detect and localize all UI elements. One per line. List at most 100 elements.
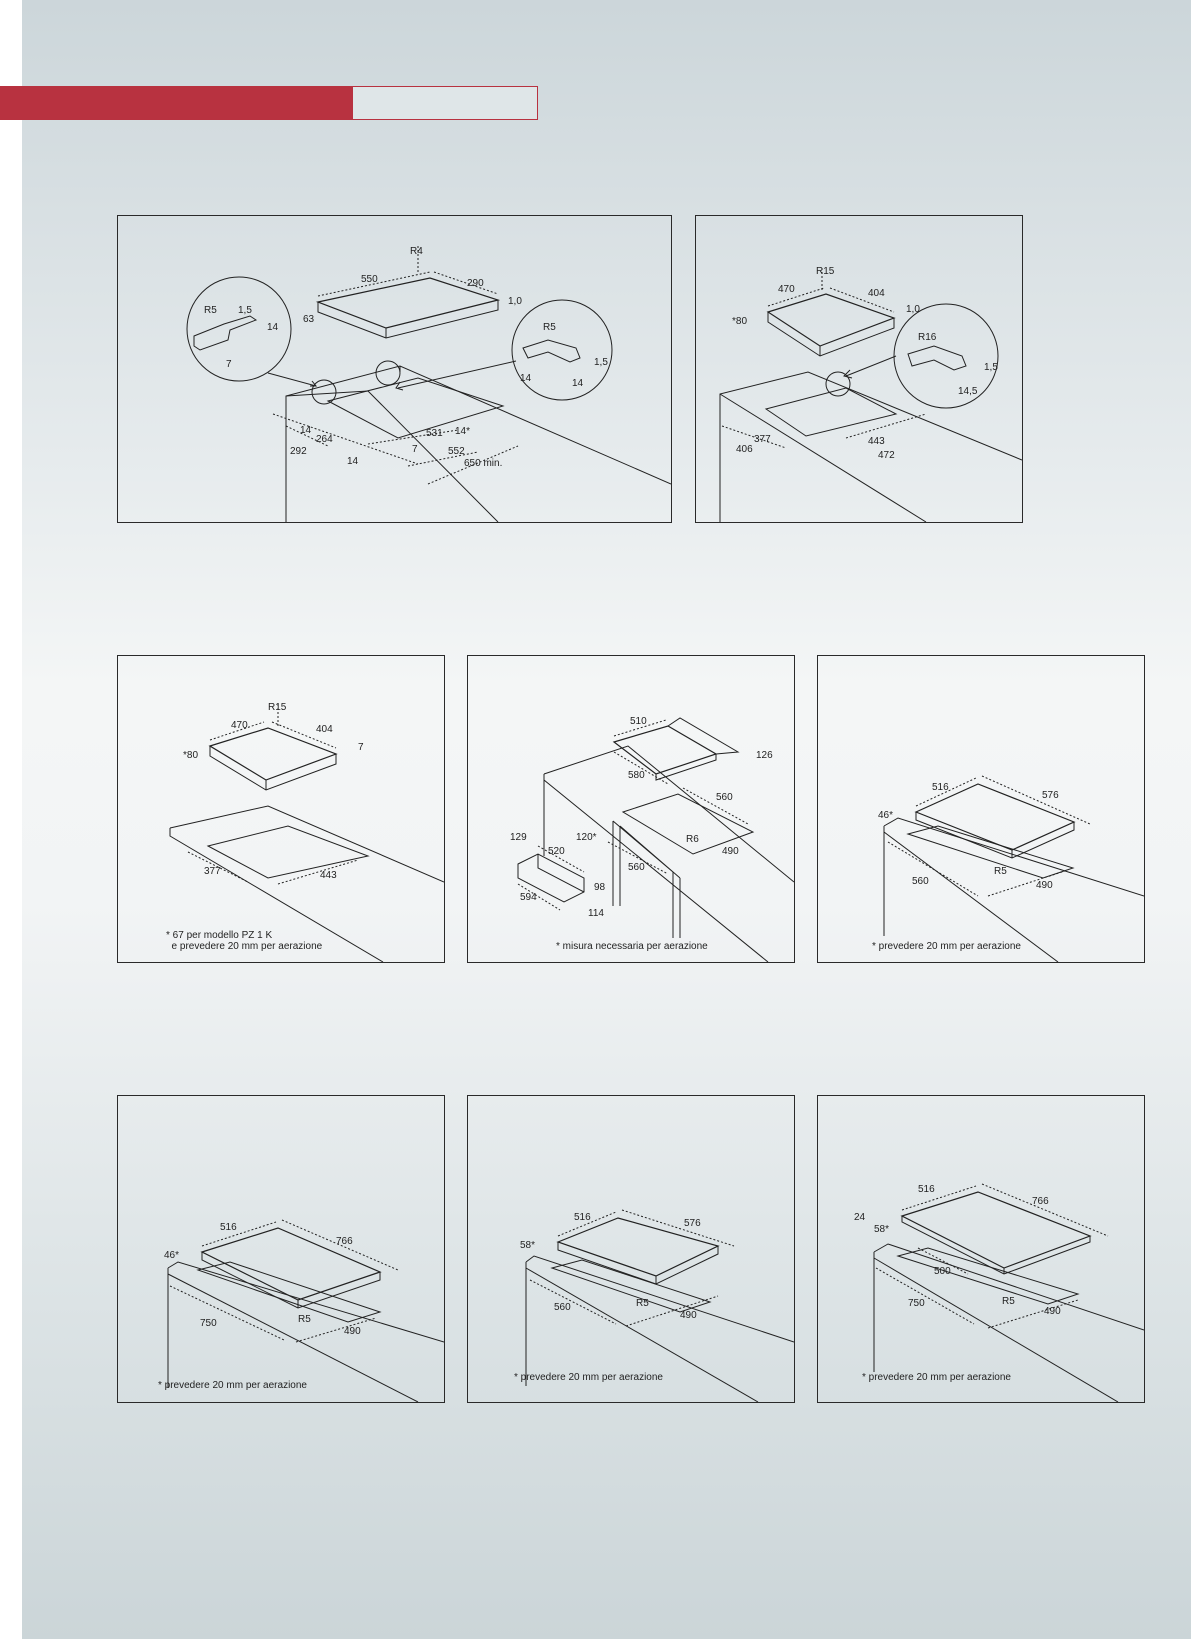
label-516: 516 bbox=[918, 1184, 935, 1195]
label-490: 490 bbox=[1044, 1306, 1061, 1317]
label-14-a: 14 bbox=[300, 425, 312, 436]
label-594: 594 bbox=[520, 892, 537, 903]
label-r5: R5 bbox=[1002, 1296, 1015, 1307]
label-443: 443 bbox=[320, 870, 337, 881]
label-r4: R4 bbox=[410, 246, 423, 257]
label-14-right-a: 14 bbox=[520, 373, 532, 384]
label-750: 750 bbox=[200, 1318, 217, 1329]
label-80: *80 bbox=[732, 316, 748, 327]
label-470: 470 bbox=[231, 720, 248, 731]
label-560-b: 560 bbox=[628, 862, 645, 873]
label-472: 472 bbox=[878, 450, 895, 461]
label-r6: R6 bbox=[686, 834, 699, 845]
label-r5-left: R5 bbox=[204, 305, 217, 316]
label-46-star: 46* bbox=[878, 810, 894, 821]
label-766: 766 bbox=[336, 1236, 353, 1247]
label-80: *80 bbox=[183, 750, 199, 761]
label-14-star: 14* bbox=[455, 426, 471, 437]
diagram-panel-1: R4 550 290 1,0 63 R5 1,5 14 7 R5 1,5 14 … bbox=[117, 215, 672, 523]
diagram-2-drawing bbox=[719, 268, 1022, 522]
label-14-5: 14,5 bbox=[958, 386, 978, 397]
label-560-a: 560 bbox=[716, 792, 733, 803]
label-490: 490 bbox=[680, 1310, 697, 1321]
label-r5: R5 bbox=[636, 1298, 649, 1309]
label-7: 7 bbox=[358, 742, 364, 753]
label-516: 516 bbox=[220, 1222, 237, 1233]
panel-4-note: * misura necessaria per aerazione bbox=[556, 941, 708, 952]
label-264: 264 bbox=[316, 434, 333, 445]
diagram-panel-5: 516 576 46* R5 560 490 * prevedere 20 mm… bbox=[817, 655, 1145, 963]
label-443: 443 bbox=[868, 436, 885, 447]
label-r5: R5 bbox=[994, 866, 1007, 877]
label-58-star: 58* bbox=[874, 1224, 890, 1235]
diagram-6-drawing bbox=[167, 1219, 444, 1402]
label-r5-right: R5 bbox=[543, 322, 556, 333]
header-accent-bar bbox=[0, 86, 352, 120]
label-766: 766 bbox=[1032, 1196, 1049, 1207]
label-1-0: 1,0 bbox=[906, 304, 920, 315]
label-7-left: 7 bbox=[226, 359, 232, 370]
panel-3-note: * 67 per modello PZ 1 K e prevedere 20 m… bbox=[166, 930, 323, 952]
panel-6-note: * prevedere 20 mm per aerazione bbox=[158, 1380, 307, 1391]
label-126: 126 bbox=[756, 750, 773, 761]
label-114: 114 bbox=[588, 908, 604, 919]
label-520: 520 bbox=[548, 846, 565, 857]
diagram-8-drawing bbox=[873, 1183, 1144, 1402]
label-750: 750 bbox=[908, 1298, 925, 1309]
label-292: 292 bbox=[290, 446, 307, 457]
label-r15: R15 bbox=[268, 702, 287, 713]
diagram-3-drawing bbox=[169, 704, 444, 962]
label-r16: R16 bbox=[918, 332, 937, 343]
label-404: 404 bbox=[316, 724, 333, 735]
page-margin bbox=[0, 0, 22, 1639]
label-58-star: 58* bbox=[520, 1240, 536, 1251]
label-490: 490 bbox=[344, 1326, 361, 1337]
panel-7-note: * prevedere 20 mm per aerazione bbox=[514, 1372, 663, 1383]
header-label-box bbox=[352, 86, 538, 120]
label-14-b: 14 bbox=[347, 456, 359, 467]
label-516: 516 bbox=[932, 782, 949, 793]
label-560: 560 bbox=[554, 1302, 571, 1313]
diagram-5-drawing bbox=[883, 775, 1144, 962]
label-510: 510 bbox=[630, 716, 647, 727]
label-552: 552 bbox=[448, 446, 465, 457]
diagram-7-drawing bbox=[525, 1209, 794, 1402]
label-1-5-left: 1,5 bbox=[238, 305, 252, 316]
label-406: 406 bbox=[736, 444, 753, 455]
label-1-0: 1,0 bbox=[508, 296, 522, 307]
diagram-panel-4: 510 126 580 560 120* R6 490 129 520 560 … bbox=[467, 655, 795, 963]
diagram-panel-8: 516 766 24 58* 500 R5 750 490 * preveder… bbox=[817, 1095, 1145, 1403]
diagram-4-drawing bbox=[517, 717, 794, 962]
label-63: 63 bbox=[303, 314, 315, 325]
label-1-5-right: 1,5 bbox=[594, 357, 608, 368]
label-r15: R15 bbox=[816, 266, 835, 277]
label-98: 98 bbox=[594, 882, 606, 893]
label-580: 580 bbox=[628, 770, 645, 781]
label-377: 377 bbox=[754, 434, 771, 445]
label-290: 290 bbox=[467, 278, 484, 289]
diagram-panel-2: R15 470 404 1,0 *80 R16 1,5 14,5 377 406… bbox=[695, 215, 1023, 523]
panel-8-note: * prevedere 20 mm per aerazione bbox=[862, 1372, 1011, 1383]
diagram-panel-3: R15 470 404 *80 7 377 443 * 67 per model… bbox=[117, 655, 445, 963]
diagram-1-drawing bbox=[186, 246, 671, 522]
label-650-min: 650 min. bbox=[464, 458, 503, 469]
label-560: 560 bbox=[912, 876, 929, 887]
label-516: 516 bbox=[574, 1212, 591, 1223]
diagram-panel-6: 516 766 46* R5 750 490 * prevedere 20 mm… bbox=[117, 1095, 445, 1403]
label-24: 24 bbox=[854, 1212, 866, 1223]
label-377: 377 bbox=[204, 866, 221, 877]
label-531: 531 bbox=[426, 428, 443, 439]
label-490: 490 bbox=[722, 846, 739, 857]
label-7-b: 7 bbox=[412, 444, 418, 455]
label-550: 550 bbox=[361, 274, 378, 285]
label-129: 129 bbox=[510, 832, 527, 843]
label-490: 490 bbox=[1036, 880, 1053, 891]
label-404: 404 bbox=[868, 288, 885, 299]
label-576: 576 bbox=[1042, 790, 1059, 801]
label-120-star: 120* bbox=[576, 832, 597, 843]
label-14-left: 14 bbox=[267, 322, 279, 333]
label-500: 500 bbox=[934, 1266, 951, 1277]
label-1-5: 1,5 bbox=[984, 362, 998, 373]
label-46-star: 46* bbox=[164, 1250, 180, 1261]
label-14-right-b: 14 bbox=[572, 378, 584, 389]
